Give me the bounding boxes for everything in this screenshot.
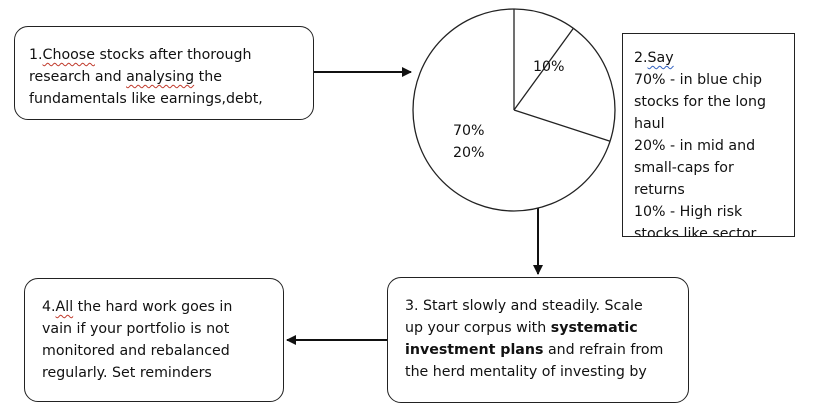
step4-box: 4.All the hard work goes in vain if your… bbox=[24, 278, 284, 402]
step3-line4: the herd mentality of investing by bbox=[405, 364, 647, 380]
spellcheck-word: All bbox=[55, 299, 74, 315]
step3-line1: 3. Start slowly and steadily. Scale bbox=[405, 298, 643, 314]
spellcheck-word: Say bbox=[647, 50, 674, 66]
step2-line: haul bbox=[634, 116, 665, 132]
step4-line1: 4.All the hard work goes in bbox=[42, 299, 233, 315]
pie-label-20: 20% bbox=[453, 145, 485, 157]
step2-line: 10% - High risk bbox=[634, 204, 743, 220]
step2-line: small-caps for bbox=[634, 160, 734, 176]
pie-label-10: 10% bbox=[533, 59, 565, 75]
step2-box: 2.Say 70% - in blue chip stocks for the … bbox=[622, 33, 795, 237]
step2-line: 70% - in blue chip bbox=[634, 72, 763, 88]
spellcheck-word: Choose bbox=[42, 47, 95, 63]
step1-box: 1.Choose stocks after thorough research … bbox=[14, 26, 314, 120]
step4-line4: regularly. Set reminders bbox=[42, 365, 212, 381]
pie-label-70: 70% bbox=[453, 123, 485, 139]
step4-line3: monitored and rebalanced bbox=[42, 343, 230, 359]
step2-line: stocks for the long bbox=[634, 94, 766, 110]
step1-line2: research and analysing the bbox=[29, 69, 222, 85]
pie-slice-boundary-2 bbox=[513, 109, 611, 142]
step3-line2: up your corpus with systematic bbox=[405, 320, 638, 336]
step1-line3: fundamentals like earnings,debt, bbox=[29, 91, 263, 107]
step1-line1: 1.Choose stocks after thorough bbox=[29, 47, 252, 63]
step4-line2: vain if your portfolio is not bbox=[42, 321, 230, 337]
step3-box: 3. Start slowly and steadily. Scale up y… bbox=[387, 277, 689, 403]
step3-line3: investment plans and refrain from bbox=[405, 342, 664, 358]
step2-line: 20% - in mid and bbox=[634, 138, 756, 154]
pie-chart bbox=[412, 8, 616, 212]
pie-slice-boundary-1 bbox=[513, 27, 574, 111]
step2-line: stocks like sector bbox=[634, 226, 757, 237]
step2-line: returns bbox=[634, 182, 685, 198]
spellcheck-word: analysing bbox=[126, 69, 195, 85]
step2-heading: 2.Say bbox=[634, 50, 674, 66]
